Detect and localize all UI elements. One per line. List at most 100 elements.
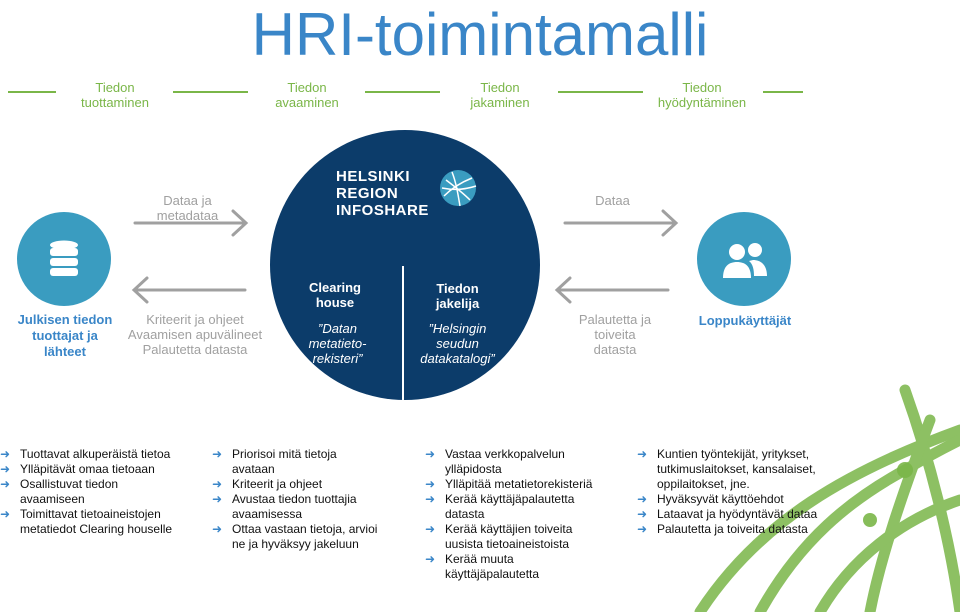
arrow-bullet-icon: ➜	[637, 492, 648, 506]
center-quote-line: metatieto-	[308, 336, 367, 351]
flow-line: Palautetta datasta	[142, 342, 248, 357]
list-item-text: Palautetta ja toiveita datasta	[657, 522, 808, 536]
center-quote-line: datakatalogi”	[420, 351, 495, 366]
flow-bottom-right: Palautetta ja toiveita datasta	[565, 312, 665, 357]
phase-divider	[173, 91, 248, 93]
arrow-bullet-icon: ➜	[425, 492, 436, 506]
list-item-text: Hyväksyvät käyttöehdot	[657, 492, 784, 506]
arrow-bullet-icon: ➜	[425, 522, 436, 536]
list-item: ➜ Tuottavat alkuperäistä tietoa	[0, 447, 180, 462]
list-item-text: Kerää käyttäjien toiveita uusista tietoa…	[445, 522, 573, 551]
hri-center-circle: HELSINKI REGION INFOSHARE Clearing house…	[270, 130, 540, 400]
phase-tiedon-avaaminen: Tiedon avaaminen	[227, 80, 387, 110]
left-actor-line: Julkisen tiedon	[17, 312, 113, 327]
list-item: ➜ Ylläpitää metatietorekisteriä	[425, 477, 600, 492]
phase-label: Tiedon	[682, 80, 722, 95]
list-item: ➜ Kriteerit ja ohjeet	[212, 477, 382, 492]
list-item-text: Ylläpitävät omaa tietoaan	[20, 462, 155, 476]
list-item: ➜ Vastaa verkkopalvelun ylläpidosta	[425, 447, 600, 477]
list-item: ➜ Hyväksyvät käyttöehdot	[637, 492, 822, 507]
list-item: ➜Ottaa vastaan tietoja, arvioi ne ja hyv…	[212, 522, 382, 552]
flow-line: datasta	[593, 342, 637, 357]
list-item-text: Avustaa tiedon tuottajia avaamisessa	[232, 492, 357, 521]
list-item-text: Kuntien työntekijät, yritykset, tutkimus…	[657, 447, 816, 491]
arrow-bullet-icon: ➜	[425, 477, 436, 491]
list-item-text: Lataavat ja hyödyntävät dataa	[657, 507, 818, 521]
column-tuottajat: ➜Tuottavat alkuperäistä tietoa ➜Ylläpitä…	[0, 447, 180, 537]
flow-line: Kriteerit ja ohjeet	[146, 312, 244, 327]
logo-line: HELSINKI	[336, 168, 411, 185]
flow-line: metadataa	[156, 208, 219, 223]
left-actor-label: Julkisen tiedon tuottajat ja lähteet	[5, 312, 125, 360]
arrow-left-bottom-right	[554, 276, 670, 304]
flow-top-right: Dataa	[565, 193, 660, 208]
logo-text: HELSINKI REGION INFOSHARE	[336, 168, 429, 219]
phase-label: Tiedon	[287, 80, 327, 95]
list-item-text: Tuottavat alkuperäistä tietoa	[20, 447, 171, 461]
right-actor-label: Loppukäyttäjät	[698, 313, 792, 328]
center-quote-line: seudun	[436, 336, 479, 351]
arrow-left-bottom-left	[131, 276, 247, 304]
phase-tiedon-jakaminen: Tiedon jakaminen	[420, 80, 580, 110]
flow-line: Avaamisen apuvälineet	[127, 327, 263, 342]
arrow-bullet-icon: ➜	[212, 447, 223, 461]
phase-label: hyödyntäminen	[657, 95, 747, 110]
flow-line: Dataa	[595, 193, 630, 208]
list-item-text: Vastaa verkkopalvelun ylläpidosta	[445, 447, 565, 476]
list-item: ➜ Priorisoi mitä tietoja avataan	[212, 447, 382, 477]
list-item: ➜ Palautetta ja toiveita datasta	[637, 522, 822, 537]
list-item-text: Kriteerit ja ohjeet	[232, 477, 323, 491]
clearing-house-title: Clearing house	[290, 280, 380, 310]
arrow-bullet-icon: ➜	[0, 447, 11, 461]
center-heading-line: Clearing	[308, 280, 361, 295]
center-quote-line: ”Datan	[317, 321, 358, 336]
list-item: ➜Avustaa tiedon tuottajia avaamisessa	[212, 492, 382, 522]
column-clearing-house: ➜ Priorisoi mitä tietoja avataan ➜ Kriteer…	[212, 447, 382, 552]
phase-label: Tiedon	[95, 80, 135, 95]
arrow-bullet-icon: ➜	[637, 522, 648, 536]
phase-divider	[763, 91, 803, 93]
phase-divider	[365, 91, 440, 93]
phase-tiedon-tuottaminen: Tiedon tuottaminen	[35, 80, 195, 110]
center-heading-line: jakelija	[435, 296, 480, 311]
center-divider	[402, 266, 404, 400]
phase-label: Tiedon	[480, 80, 520, 95]
list-item-text: Osallistuvat tiedon avaamiseen	[20, 477, 119, 506]
arrow-bullet-icon: ➜	[425, 552, 436, 566]
flow-line: toiveita	[594, 327, 636, 342]
list-item: ➜ Kerää käyttäjien toiveita uusista tieto…	[425, 522, 600, 552]
flow-line: Dataa ja	[163, 193, 212, 208]
globe-icon	[440, 170, 477, 207]
logo-line: REGION	[336, 185, 399, 202]
list-item-text: Priorisoi mitä tietoja avataan	[232, 447, 337, 476]
list-item-text: Ottaa vastaan tietoja, arvioi ne ja hyvä…	[232, 522, 378, 551]
phase-label: tuottaminen	[81, 95, 149, 110]
list-item: ➜ Kuntien työntekijät, yritykset, tutkimu…	[637, 447, 822, 492]
list-item-text: Kerää käyttäjäpalautetta datasta	[445, 492, 575, 521]
center-heading-line: Tiedon	[436, 281, 479, 296]
flow-top-left: Dataa ja metadataa	[130, 193, 245, 223]
column-loppukayttajat: ➜ Kuntien työntekijät, yritykset, tutkimu…	[637, 447, 822, 537]
arrow-bullet-icon: ➜	[212, 477, 223, 491]
database-icon	[17, 212, 111, 306]
flow-line: Palautetta ja	[578, 312, 652, 327]
clearing-house-subtitle: ”Datan metatieto- rekisteri”	[290, 321, 385, 366]
page-title: HRI-toimintamalli	[251, 1, 709, 68]
arrow-bullet-icon: ➜	[0, 507, 11, 521]
center-quote-line: ”Helsingin	[428, 321, 487, 336]
arrow-bullet-icon: ➜	[637, 447, 648, 461]
arrow-bullet-icon: ➜	[0, 477, 11, 491]
phase-divider	[8, 91, 56, 93]
phase-label: avaaminen	[275, 95, 339, 110]
list-item: ➜Ylläpitävät omaa tietoaan	[0, 462, 180, 477]
list-item-text: Toimittavat tietoaineistojen metatiedot …	[20, 507, 173, 536]
tiedon-jakelija-title: Tiedon jakelija	[410, 281, 505, 311]
arrow-right-top-left	[133, 209, 249, 237]
list-item: ➜Kerää muuta käyttäjäpalautetta	[425, 552, 600, 582]
arrow-bullet-icon: ➜	[425, 447, 436, 461]
list-item-text: Ylläpitää metatietorekisteriä	[445, 477, 593, 491]
logo-line: INFOSHARE	[336, 202, 429, 219]
list-item: ➜ Toimittavat tietoaineistojen metatiedot…	[0, 507, 180, 537]
